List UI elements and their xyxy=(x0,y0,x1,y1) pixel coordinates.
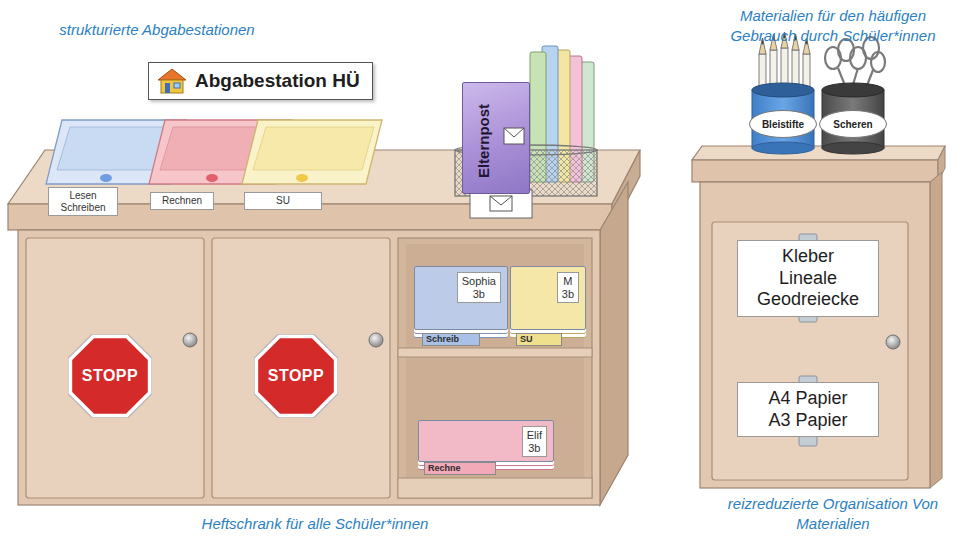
subject-tab: Schreib xyxy=(422,333,480,346)
tray-label: Lesen Schreiben xyxy=(48,187,118,216)
tab-text: Schreib xyxy=(426,334,476,345)
stop-sign: STOPP xyxy=(68,334,152,418)
notebook: Elif 3b xyxy=(418,420,554,462)
label-clip xyxy=(799,436,817,446)
cup-label: Scheren xyxy=(819,110,887,138)
open-compartment xyxy=(398,238,592,498)
tab-text: Rechne xyxy=(428,463,492,474)
caption: Materialien für den häufigen Gebrauch du… xyxy=(716,6,950,45)
envelope-icon xyxy=(490,196,512,205)
cabinet-door xyxy=(26,238,204,498)
envelope-icon xyxy=(490,196,512,211)
subject-tab: Rechne xyxy=(424,462,496,475)
parent-post-folder: Elternpost xyxy=(462,82,530,194)
small-cabinet-slab xyxy=(692,160,938,182)
cup-rim xyxy=(822,83,884,97)
cup-rim xyxy=(752,83,814,97)
door-knob xyxy=(886,335,900,349)
cup-bottom xyxy=(822,142,884,154)
tray-mark xyxy=(206,174,218,182)
envelope-card xyxy=(470,190,532,218)
small-cabinet-side xyxy=(930,172,942,488)
drawer-label-text: A4 Papier A3 Papier xyxy=(761,388,856,431)
sign-board: Abgabestation HÜ xyxy=(148,62,373,100)
drawer-label: Kleber Lineale Geodreiecke xyxy=(737,240,879,317)
cabinet-door xyxy=(212,238,390,498)
cup-label: Bleistifte xyxy=(749,110,817,138)
stop-text: STOPP xyxy=(82,367,138,385)
caption: strukturierte Abgabestationen xyxy=(22,20,292,40)
door-knob xyxy=(369,333,383,347)
compartment-back xyxy=(406,244,584,478)
notebook-stack: Sophia 3b xyxy=(414,266,508,330)
tray-yellow xyxy=(242,120,382,184)
big-cabinet xyxy=(8,150,640,505)
caption: Heftschrank für alle Schüler*innen xyxy=(140,514,490,534)
tray-mark xyxy=(296,174,308,182)
small-cabinet-door xyxy=(712,222,908,480)
small-cabinet xyxy=(692,146,945,488)
tab-text: SU xyxy=(520,334,558,345)
cabinet-body xyxy=(18,230,600,505)
drawer-label: A4 Papier A3 Papier xyxy=(737,382,879,437)
tray-label-text: Rechnen xyxy=(154,195,210,207)
sign-text: Abgabestation HÜ xyxy=(195,70,360,92)
caption: reizreduzierte Organisation Von Material… xyxy=(716,494,950,533)
cup-label-text: Scheren xyxy=(833,119,872,130)
cabinet-side xyxy=(600,182,628,505)
cup-bottom xyxy=(752,142,814,154)
small-cabinet-body xyxy=(700,182,930,488)
folder-text: Elternpost xyxy=(475,104,492,178)
cup-label-text: Bleistifte xyxy=(762,119,804,130)
tray-mark xyxy=(100,174,112,182)
tray-label-text: Lesen Schreiben xyxy=(60,190,105,213)
name-card: M 3b xyxy=(557,272,579,303)
house-icon xyxy=(157,68,187,94)
stop-sign: STOPP xyxy=(254,334,338,418)
envelope-icon xyxy=(503,127,525,145)
shelf-board xyxy=(398,348,592,357)
shelf-floor xyxy=(398,478,592,498)
door-knob xyxy=(183,333,197,347)
drawer-label-text: Kleber Lineale Geodreiecke xyxy=(757,246,859,311)
stop-text: STOPP xyxy=(268,367,324,385)
name-card: Sophia 3b xyxy=(457,272,501,303)
parent-post xyxy=(455,46,597,218)
tray-label-text: SU xyxy=(248,195,318,207)
subject-tab: SU xyxy=(516,333,562,346)
tray-yellow-inner xyxy=(253,127,374,170)
notebook-stack: M 3b xyxy=(510,266,586,330)
trays xyxy=(46,120,382,184)
scissors xyxy=(825,37,885,88)
tray-label: Rechnen xyxy=(150,192,214,210)
name-card: Elif 3b xyxy=(522,426,547,457)
tray-label: SU xyxy=(244,192,322,210)
small-cabinet-top xyxy=(692,146,945,160)
